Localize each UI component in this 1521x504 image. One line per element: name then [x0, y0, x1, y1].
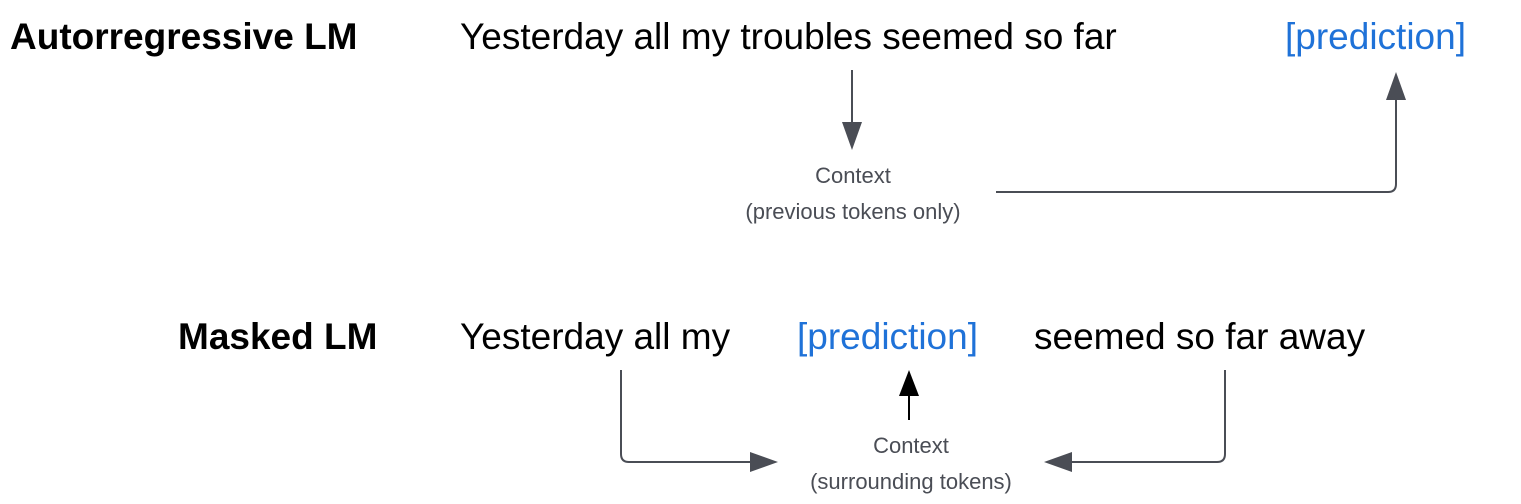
autoregressive-label: Autorregressive LM [10, 16, 358, 57]
ml-arrowhead-left [1044, 452, 1072, 472]
ml-arrowhead-right [750, 452, 778, 472]
autoregressive-sentence: Yesterday all my troubles seemed so far [460, 16, 1117, 57]
ml-left-to-context-path [620, 370, 752, 463]
masked-context-text: Context (surrounding tokens) [760, 428, 1062, 500]
masked-sentence-before: Yesterday all my [460, 316, 731, 357]
autoregressive-context-note: (previous tokens only) [745, 199, 961, 224]
ar-context-to-prediction-path [996, 98, 1397, 193]
masked-prediction: [prediction] [797, 316, 978, 357]
masked-context-note: (surrounding tokens) [810, 469, 1012, 494]
ar-arrowhead-up [1386, 72, 1406, 100]
masked-sentence-after: seemed so far away [1034, 316, 1366, 357]
autoregressive-prediction: [prediction] [1285, 16, 1466, 57]
ml-arrowhead-up [899, 370, 919, 396]
autoregressive-context-title: Context [815, 163, 891, 188]
autoregressive-context-text: Context (previous tokens only) [700, 158, 1006, 230]
masked-context-title: Context [873, 433, 949, 458]
masked-label: Masked LM [178, 316, 378, 357]
ml-right-to-context-path [1070, 370, 1226, 463]
ar-arrowhead-down [842, 122, 862, 150]
